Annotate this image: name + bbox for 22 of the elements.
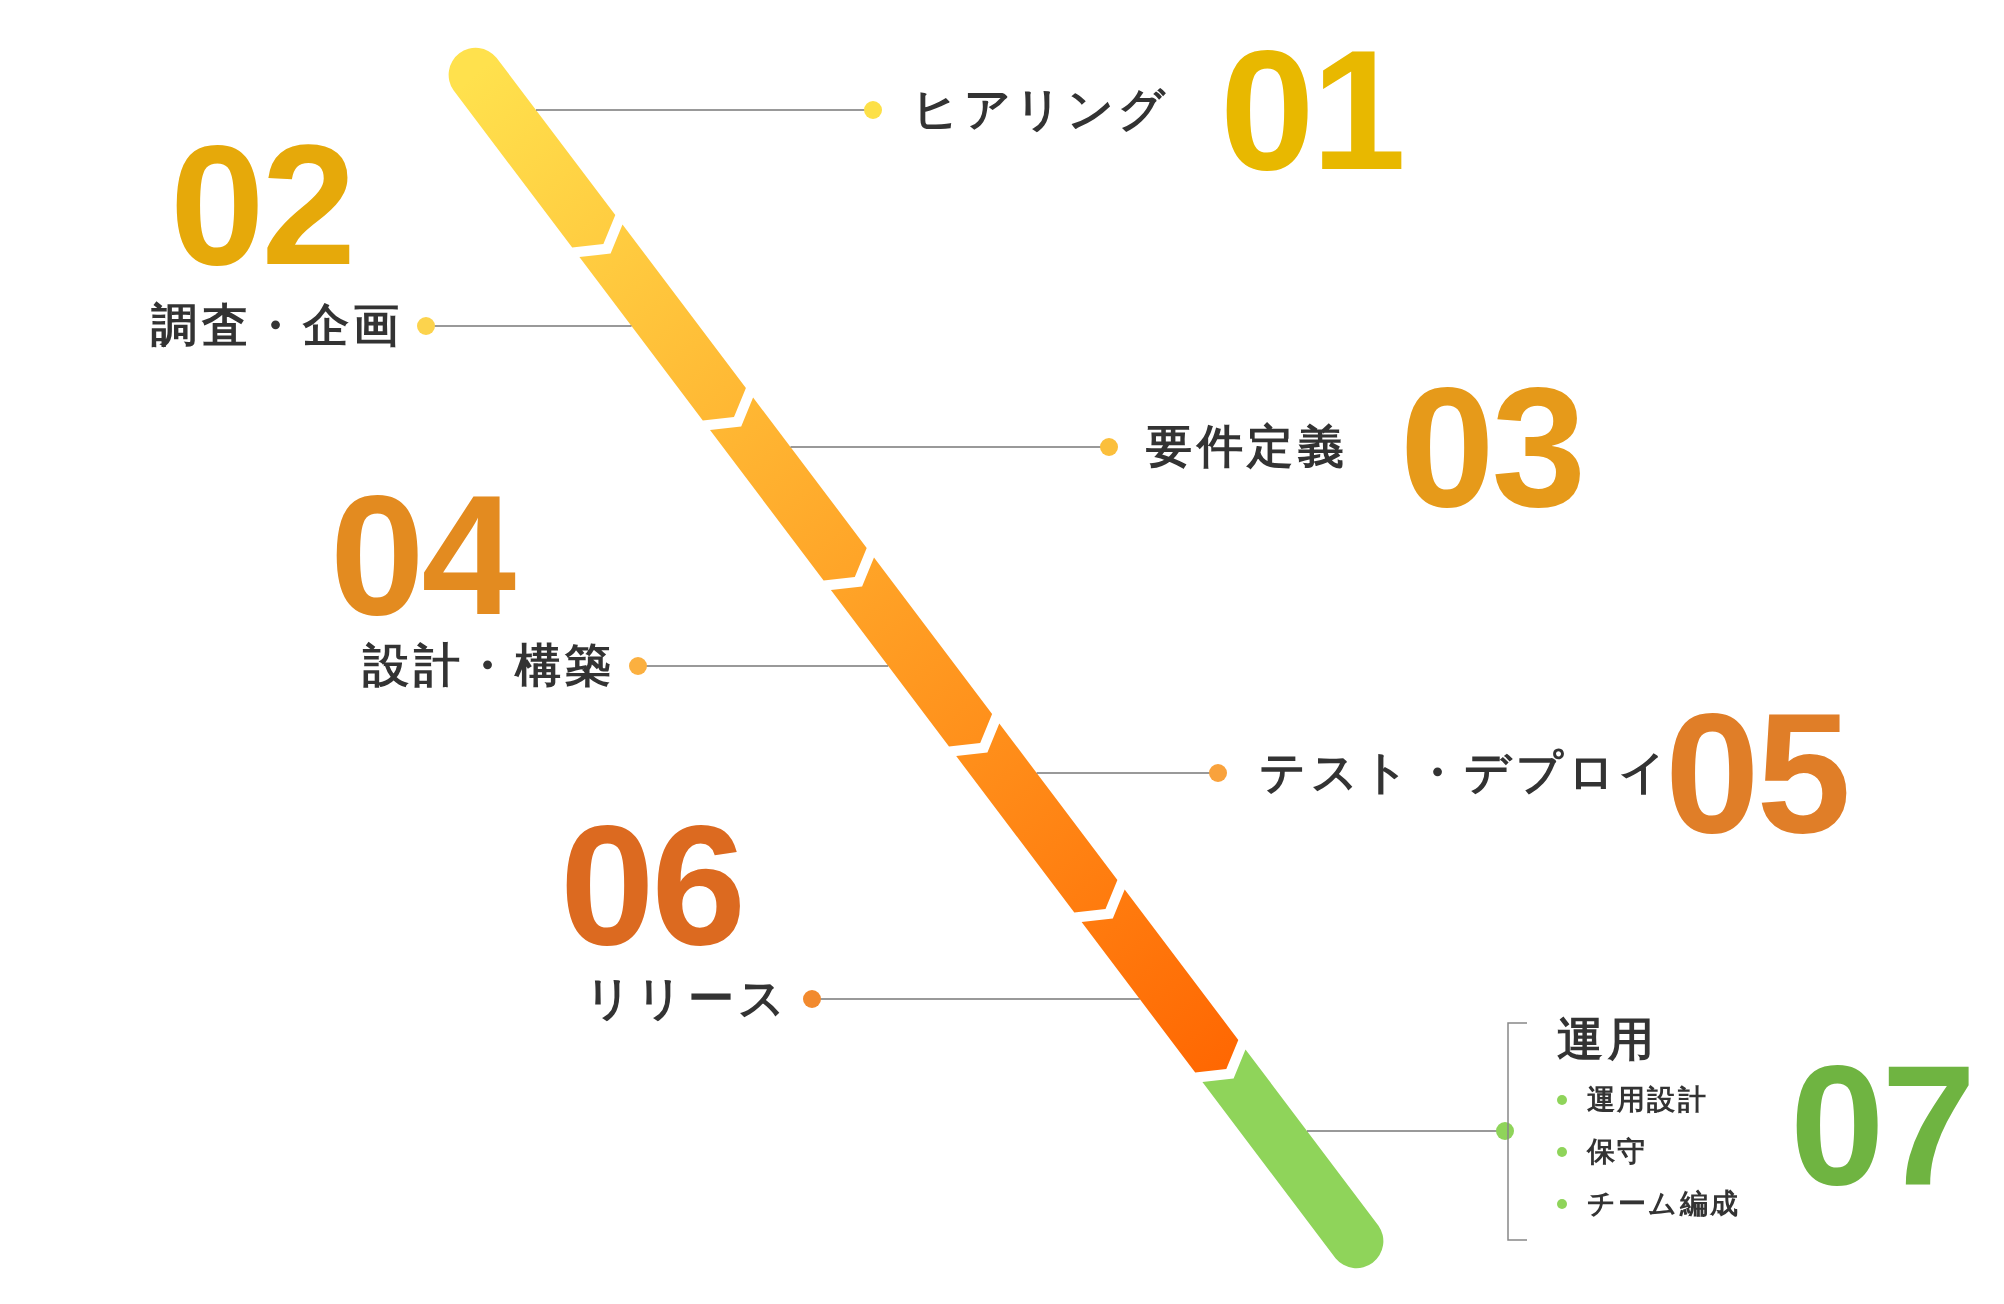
bar-segment: [710, 397, 867, 581]
bar-segment: [1081, 889, 1239, 1073]
step-number: 03: [1400, 362, 1584, 532]
bar-segment: [448, 47, 616, 248]
step-label: 設計・構築: [363, 638, 616, 694]
bar-segment: [1202, 1049, 1384, 1269]
bar-segment: [579, 224, 746, 421]
step-label: 調査・企画: [151, 298, 404, 354]
step-number: 06: [560, 800, 744, 970]
list-item: 運用設計: [1587, 1082, 1708, 1119]
step-label: ヒアリング: [912, 82, 1170, 138]
step-number: 02: [170, 120, 354, 290]
list-item: 保守: [1587, 1134, 1648, 1171]
bar-segment: [956, 723, 1118, 913]
bar-segment: [830, 557, 993, 747]
step-number: 07: [1790, 1040, 1974, 1210]
step-number: 04: [330, 470, 514, 640]
step-label: 要件定義: [1146, 419, 1349, 475]
step-label: 運用: [1557, 1012, 1660, 1068]
step-number: 01: [1220, 25, 1404, 195]
step-label: リリース: [584, 971, 790, 1027]
list-item: チーム編成: [1587, 1186, 1741, 1223]
